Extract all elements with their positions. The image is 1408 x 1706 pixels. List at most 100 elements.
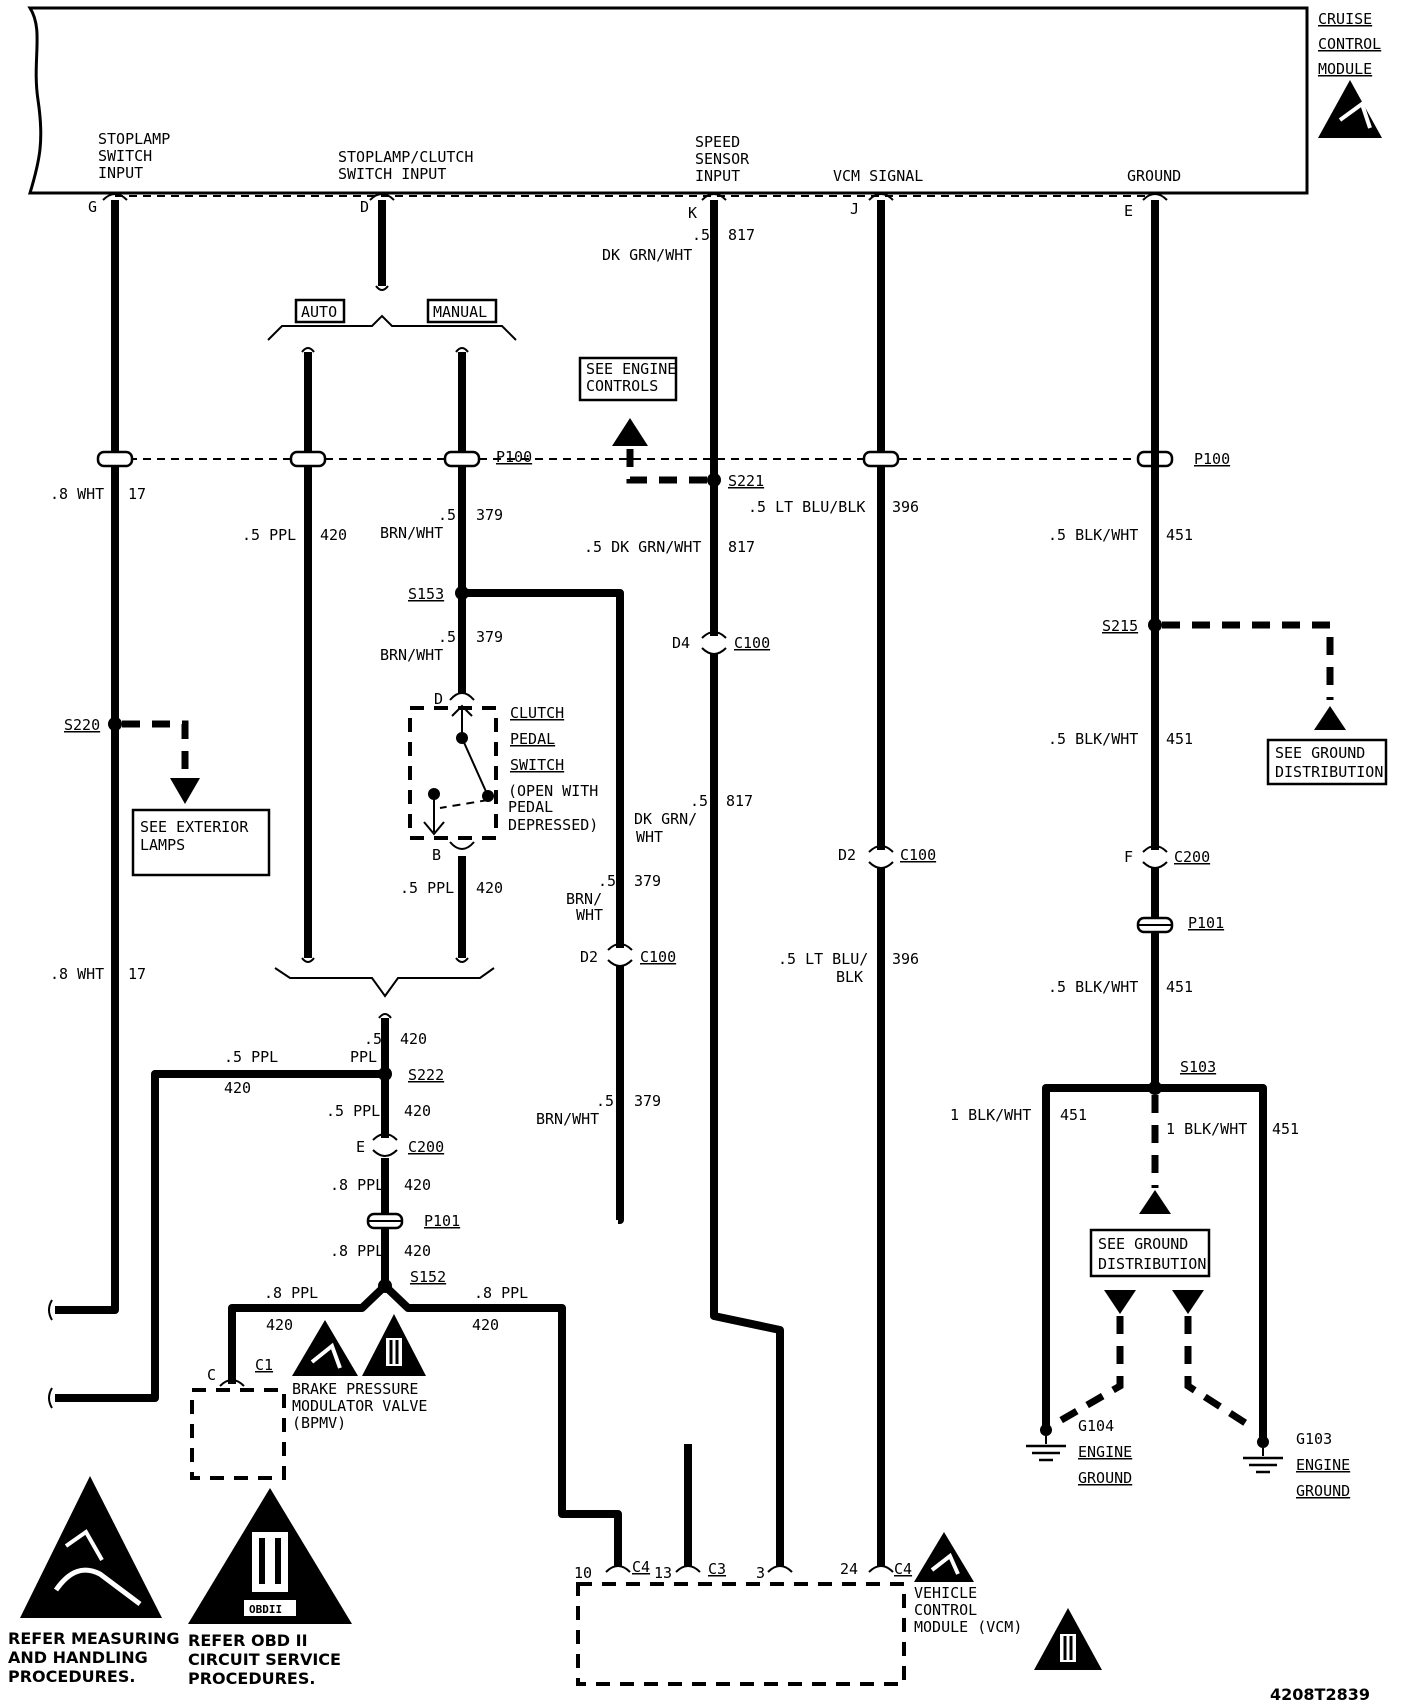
legend-obd-3: PROCEDURES. — [188, 1669, 315, 1688]
w451-c-circuit: 451 — [1166, 978, 1193, 996]
see-exterior-lamps-box — [131, 808, 271, 877]
g103-label-1: G103 — [1296, 1430, 1332, 1448]
vcm-pin-3: 3 — [756, 1564, 765, 1582]
stoplamp-input-label-3: INPUT — [98, 164, 143, 182]
c100-d4-lower — [701, 647, 727, 655]
see-engine-controls-2: CONTROLS — [586, 377, 658, 395]
module-name-line-3: MODULE — [1318, 60, 1372, 78]
c100-d4-upper — [701, 631, 727, 639]
legend-measuring-2: AND HANDLING — [8, 1648, 148, 1667]
w420-d-gauge-color: .5 PPL — [326, 1102, 380, 1120]
w451-c-gauge-color: .5 BLK/WHT — [1048, 978, 1138, 996]
bpmv-pin-c: C — [207, 1366, 216, 1384]
s220-arrow — [170, 778, 200, 804]
g104-ground-icon — [1026, 1424, 1066, 1462]
vcm-c3: C3 — [708, 1560, 726, 1578]
g103-ground-icon — [1243, 1436, 1283, 1474]
g103-label-2: ENGINE — [1296, 1456, 1350, 1474]
g103-arrow — [1172, 1290, 1204, 1314]
vcm-label-2: CONTROL — [914, 1601, 977, 1619]
s153-label: S153 — [408, 585, 444, 603]
module-name-line-1: CRUISE — [1318, 10, 1372, 28]
w379-c-gauge: .5 — [598, 872, 616, 890]
circuit-817-lower — [710, 654, 784, 1566]
see-exterior-lamps-2: LAMPS — [140, 836, 185, 854]
vcm-pin-10: 10 — [574, 1564, 592, 1582]
see-ground-dist-1-line-2: DISTRIBUTION — [1275, 763, 1383, 781]
s222-branch-circuit: 420 — [224, 1079, 251, 1097]
circuit-17-wire — [48, 200, 119, 1321]
s221-label: S221 — [728, 472, 764, 490]
w420-f-gauge-color: .8 PPL — [330, 1242, 384, 1260]
s222-label: S222 — [408, 1066, 444, 1084]
w451-b-circuit: 451 — [1166, 730, 1193, 748]
see-engine-controls-1: SEE ENGINE — [586, 360, 676, 378]
vcm-c4-left: C4 — [632, 1558, 650, 1576]
w817-c-circuit: 817 — [726, 792, 753, 810]
c100-d2-pin-396: D2 — [838, 846, 856, 864]
measuring-handling-icon — [20, 1476, 162, 1618]
w379-b-color: BRN/WHT — [380, 646, 443, 664]
see-ground-dist-box-2 — [1089, 1228, 1211, 1278]
merge-bracket — [274, 967, 495, 998]
w379-c-circuit: 379 — [634, 872, 661, 890]
w396-a-circuit: 396 — [892, 498, 919, 516]
clutch-label-6: DEPRESSED) — [508, 816, 598, 834]
stoplamp-input-label-1: STOPLAMP — [98, 130, 170, 148]
s215-label: S215 — [1102, 617, 1138, 635]
w451-a-circuit: 451 — [1166, 526, 1193, 544]
s103-arrow — [1139, 1190, 1171, 1214]
w17-bottom-gauge-color: .8 WHT — [50, 965, 104, 983]
auto-box — [294, 298, 346, 324]
stoplamp-clutch-input-label-2: SWITCH INPUT — [338, 165, 446, 183]
legend-measuring-1: REFER MEASURING — [8, 1629, 180, 1648]
w817-a-gauge: .5 — [692, 226, 710, 244]
legend-measuring-3: PROCEDURES. — [8, 1667, 135, 1686]
bpmv-label-2: MODULATOR VALVE — [292, 1397, 427, 1415]
g103-dash — [1184, 1316, 1252, 1429]
manual-label: MANUAL — [433, 303, 487, 321]
g103-label-3: GROUND — [1296, 1482, 1350, 1500]
g104-arrow — [1104, 1290, 1136, 1314]
pin-b-clutch-label: B — [432, 846, 441, 864]
s103-label: S103 — [1180, 1058, 1216, 1076]
p101-451-label: P101 — [1188, 914, 1224, 932]
s215-arrow — [1314, 706, 1346, 730]
w817-b-gauge-color: .5 DK GRN/WHT — [584, 538, 701, 556]
c200-f-upper — [1142, 845, 1168, 853]
see-ground-dist-box-1 — [1266, 738, 1388, 786]
ground-label: GROUND — [1127, 167, 1181, 185]
w379-a-circuit: 379 — [476, 506, 503, 524]
obd-badge-text: OBDII — [249, 1603, 282, 1616]
bpmv-esd-icon — [292, 1320, 358, 1376]
p100-connectors — [96, 450, 1174, 468]
pin-d-module-label: D — [360, 198, 369, 216]
w451-e-circuit: 451 — [1272, 1120, 1299, 1138]
s103-right-wire — [1155, 1084, 1267, 1442]
stoplamp-clutch-input-label-1: STOPLAMP/CLUTCH — [338, 148, 473, 166]
w379-d-color: BRN/WHT — [536, 1110, 599, 1128]
w451-a-gauge-color: .5 BLK/WHT — [1048, 526, 1138, 544]
g104-label-3: GROUND — [1078, 1469, 1132, 1487]
s152-right-gauge-color: .8 PPL — [474, 1284, 528, 1302]
w420-d-circuit: 420 — [404, 1102, 431, 1120]
c100-379-label: C100 — [640, 948, 676, 966]
w420-manual-circuit: 420 — [476, 879, 503, 897]
c200-pin-e-label: E — [356, 1138, 365, 1156]
g104-label-2: ENGINE — [1078, 1443, 1132, 1461]
c200-pin-e-upper — [372, 1133, 398, 1141]
w379-d-circuit: 379 — [634, 1092, 661, 1110]
vcm-esd-icon — [914, 1532, 974, 1582]
w817-b-circuit: 817 — [728, 538, 755, 556]
c100-d2-upper — [607, 943, 633, 951]
see-ground-dist-2-line-1: SEE GROUND — [1098, 1235, 1188, 1253]
s221-arrow — [612, 418, 648, 446]
w451-b-gauge-color: .5 BLK/WHT — [1048, 730, 1138, 748]
s152-label: S152 — [410, 1268, 446, 1286]
clutch-label-2: PEDAL — [510, 730, 555, 748]
pin-j-label: J — [850, 200, 859, 218]
c200-420-label: C200 — [408, 1138, 444, 1156]
w396-a-gauge-color: .5 LT BLU/BLK — [748, 498, 865, 516]
s221-splice — [707, 473, 721, 487]
w379-c-color-b: WHT — [576, 906, 603, 924]
